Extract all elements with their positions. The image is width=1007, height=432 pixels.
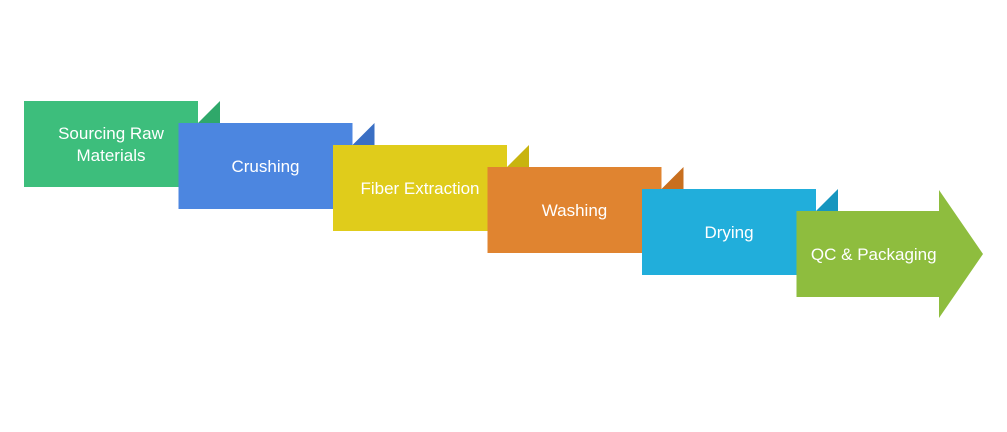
- step-label: Materials: [77, 146, 146, 165]
- step-label: Drying: [704, 223, 753, 242]
- step-fold: [816, 189, 838, 211]
- process-step-6: QC & Packaging: [796, 190, 983, 318]
- step-arrow: [796, 190, 983, 318]
- step-label: Washing: [542, 201, 608, 220]
- step-label: Crushing: [231, 157, 299, 176]
- step-box: [642, 189, 816, 275]
- step-box: [178, 123, 353, 209]
- step-box: [333, 145, 507, 231]
- process-step-4: Washing: [487, 167, 684, 253]
- step-box: [24, 101, 198, 187]
- step-label: Fiber Extraction: [360, 179, 479, 198]
- step-box: [487, 167, 662, 253]
- process-step-2: Crushing: [178, 123, 375, 209]
- process-step-5: Drying: [642, 189, 838, 275]
- step-fold: [198, 101, 220, 123]
- step-fold: [352, 123, 375, 145]
- step-label: Sourcing Raw: [58, 124, 165, 143]
- step-fold: [661, 167, 684, 189]
- step-fold: [507, 145, 529, 167]
- step-label: QC & Packaging: [811, 245, 937, 264]
- process-step-3: Fiber Extraction: [333, 145, 529, 231]
